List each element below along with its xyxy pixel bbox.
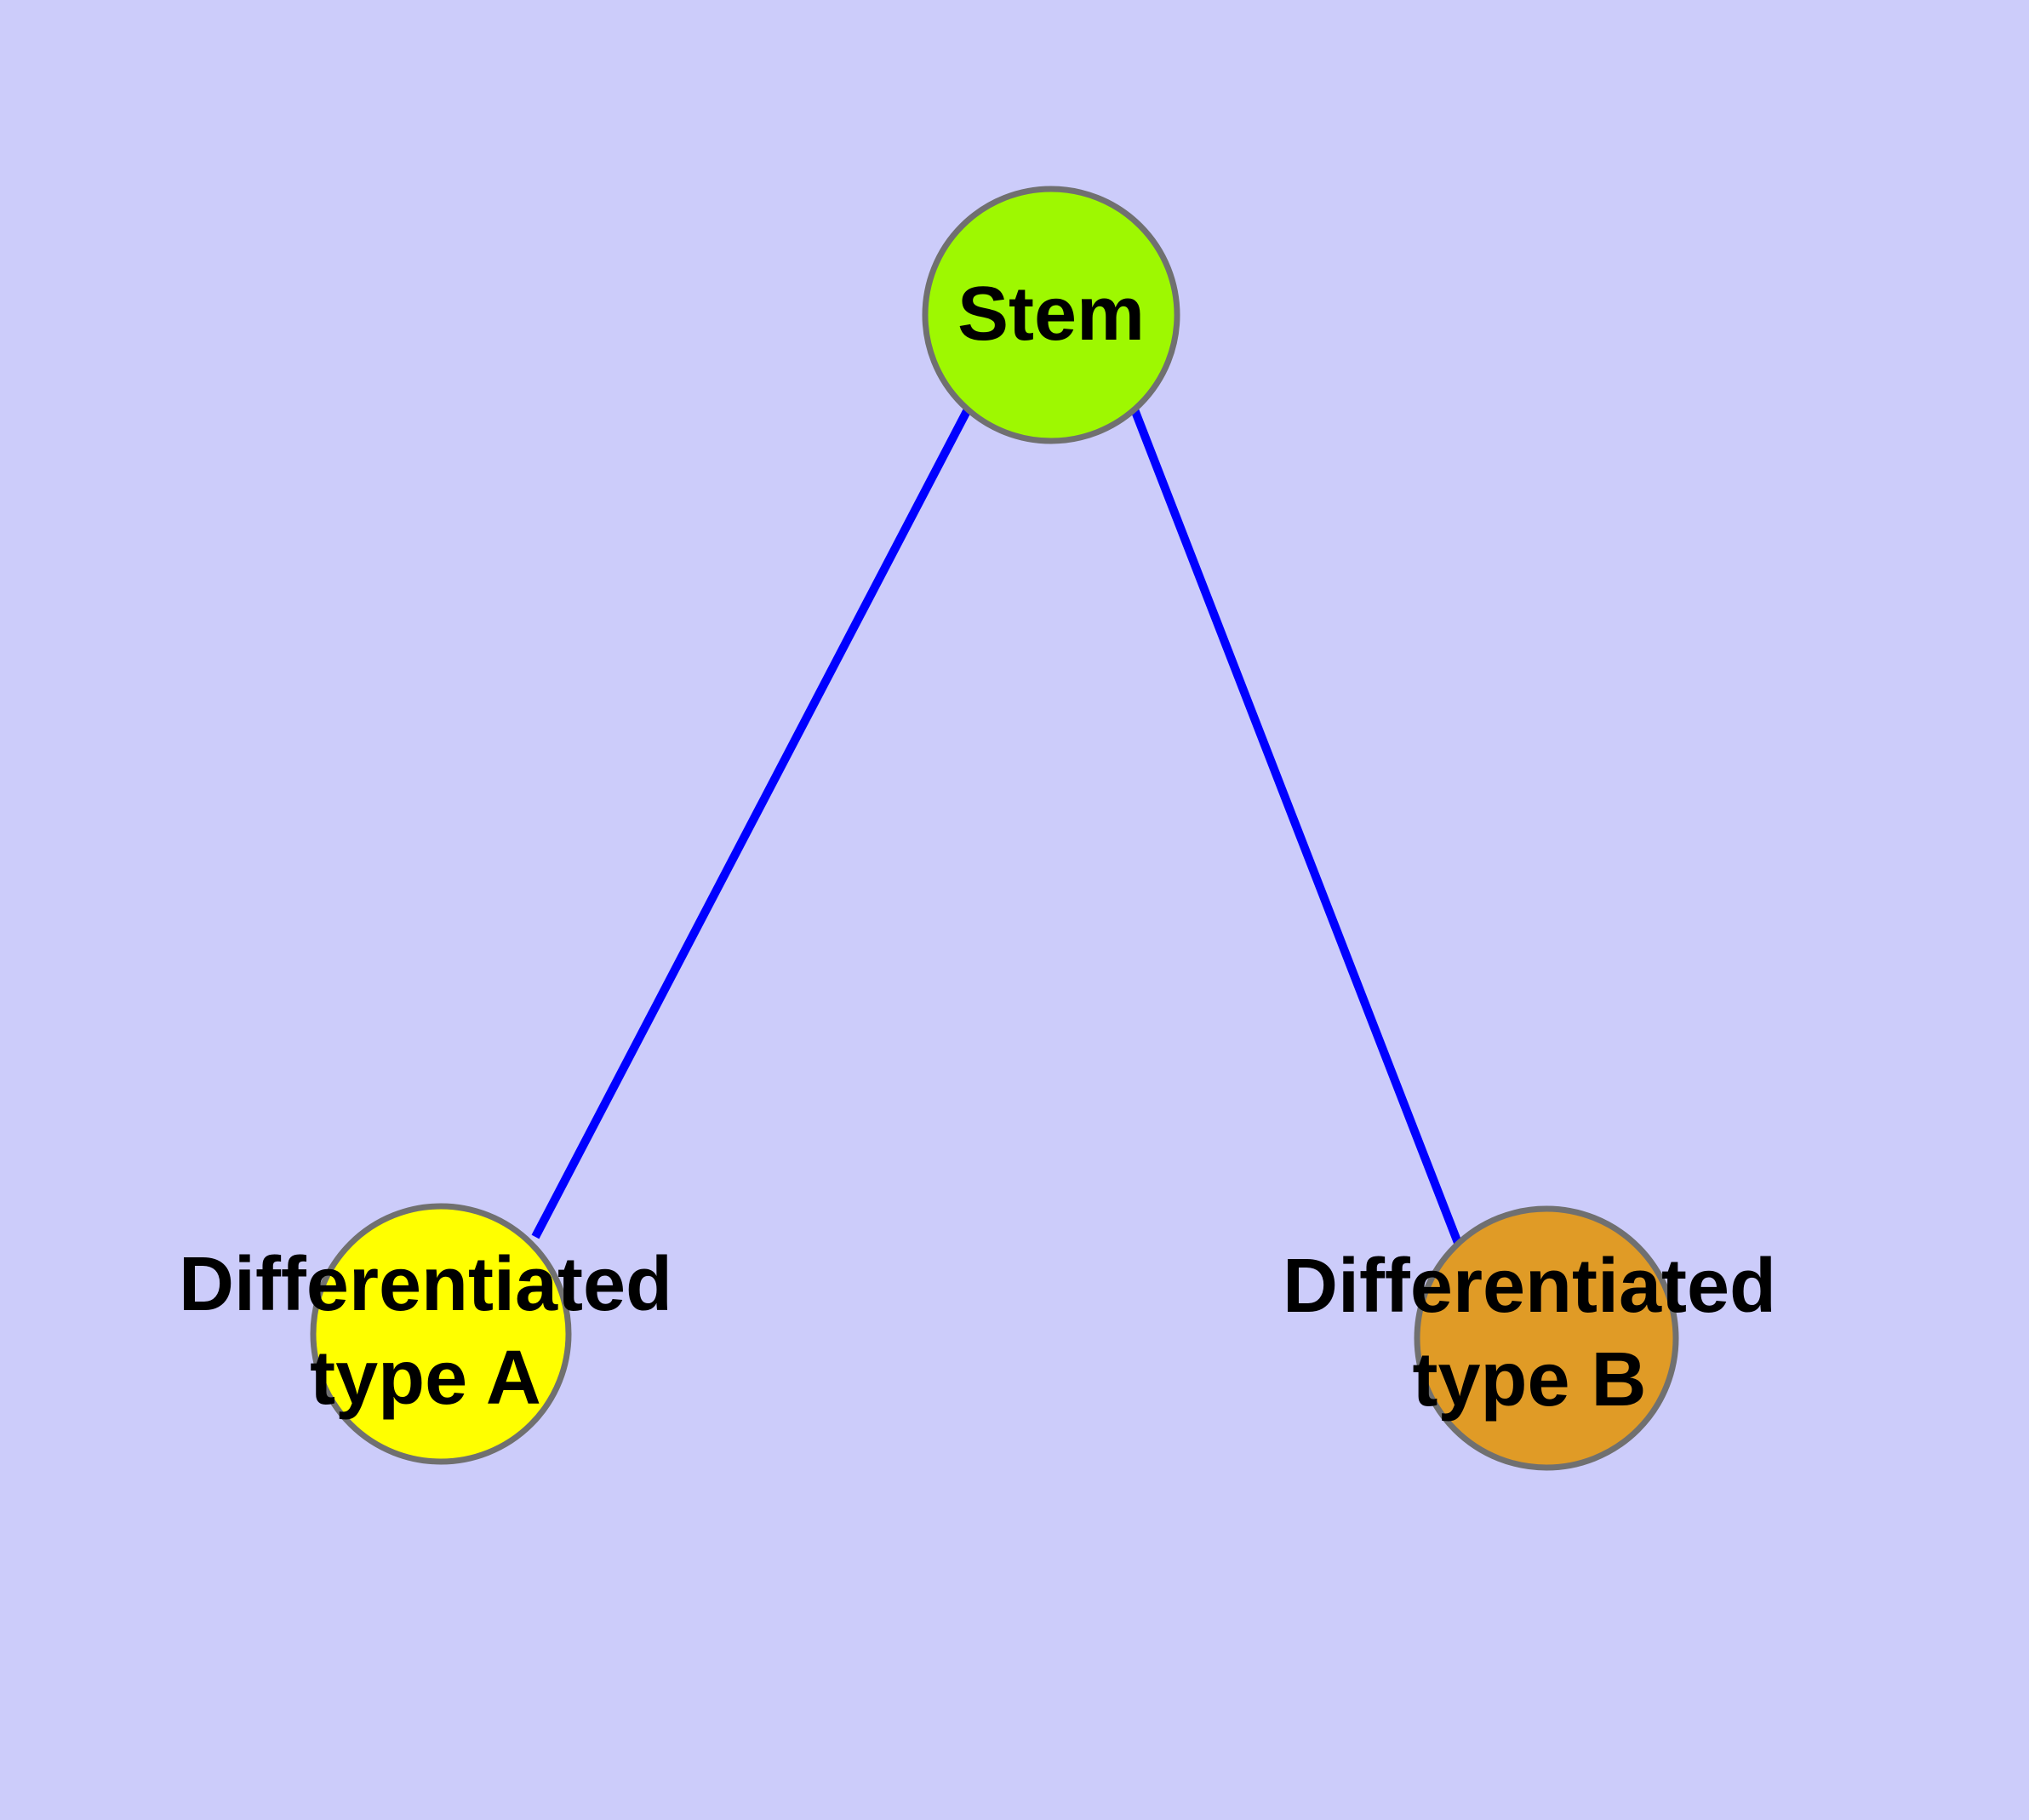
node-differentiated-type-a-circle[interactable] bbox=[310, 1203, 572, 1465]
node-differentiated-type-a-label-line2: type A bbox=[310, 1336, 541, 1421]
node-stem[interactable]: Stem bbox=[922, 186, 1180, 444]
node-layer: Stem Differentiated type A Differentiate… bbox=[179, 186, 1776, 1471]
node-differentiated-type-b[interactable]: Differentiated type B bbox=[1283, 1205, 1776, 1471]
edge-stem-to-differentiated-type-b[interactable] bbox=[1130, 408, 1462, 1245]
edge-stem-to-differentiated-type-a[interactable] bbox=[531, 407, 972, 1239]
node-differentiated-type-b-label-line1: Differentiated bbox=[1283, 1244, 1776, 1329]
node-differentiated-type-a[interactable]: Differentiated type A bbox=[179, 1203, 672, 1465]
node-differentiated-type-b-circle[interactable] bbox=[1414, 1205, 1679, 1471]
node-differentiated-type-a-label-line1: Differentiated bbox=[179, 1242, 672, 1327]
node-stem-circle[interactable] bbox=[922, 186, 1180, 444]
node-stem-label-line1: Stem bbox=[957, 272, 1145, 357]
node-differentiated-type-b-label-line2: type B bbox=[1412, 1337, 1646, 1422]
edge-layer bbox=[531, 407, 1462, 1245]
